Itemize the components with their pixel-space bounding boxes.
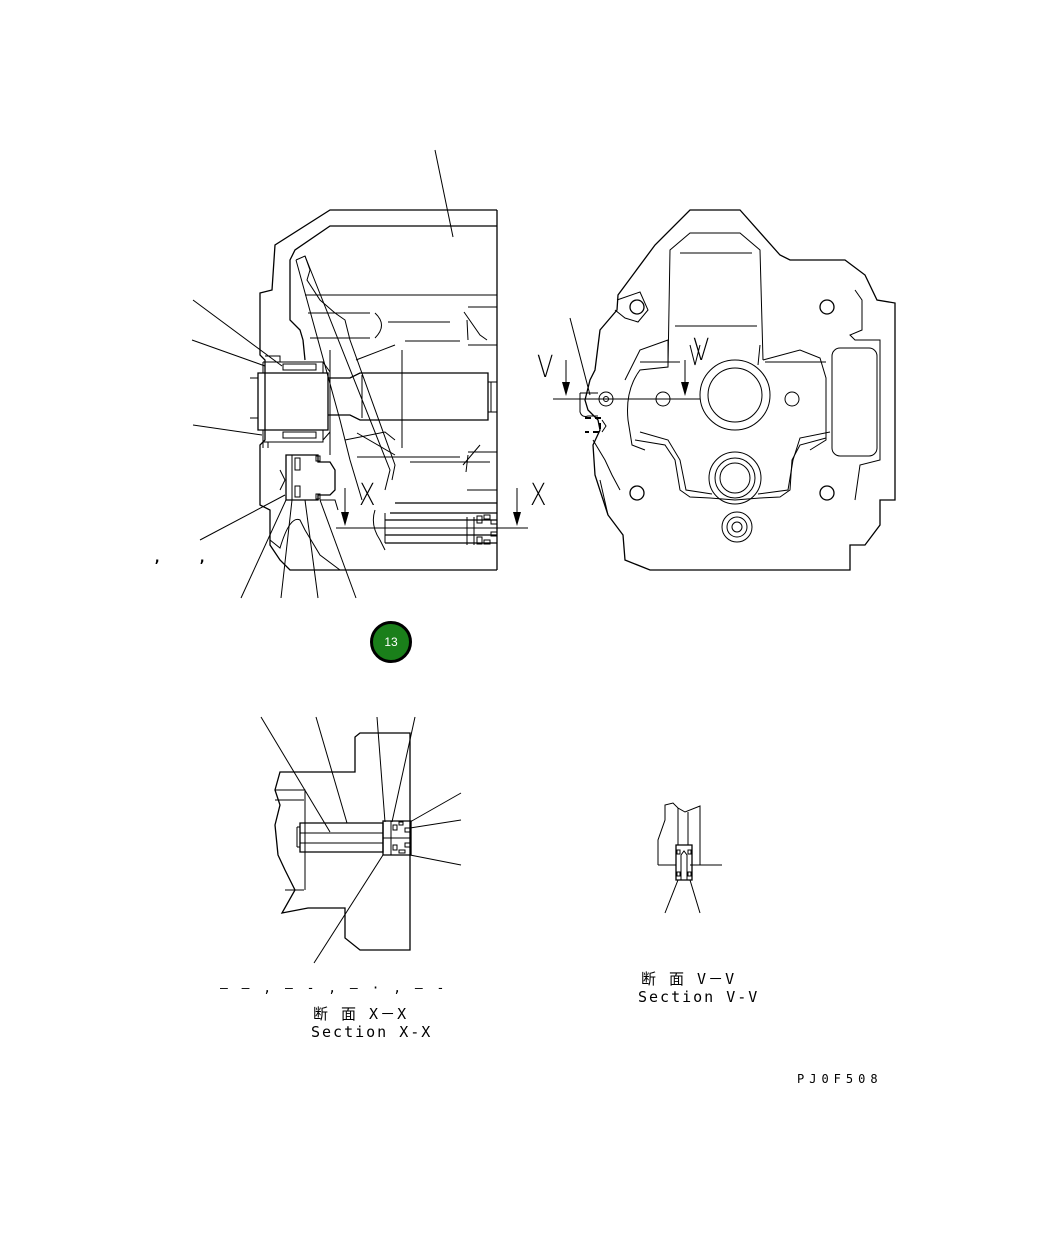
section-vv-view xyxy=(657,802,722,914)
callout-badge-number: 13 xyxy=(384,635,398,649)
section-xx-dash-line: – – , – - , – · , – - xyxy=(220,981,448,996)
stray-mark: , xyxy=(198,550,207,566)
section-vv-title-ja: 断 面 V－V xyxy=(641,970,737,988)
front-view xyxy=(553,209,896,571)
section-xx-title-ja: 断 面 X－X xyxy=(313,1005,409,1023)
section-marker-v-left: V xyxy=(537,350,554,385)
section-xx-title-en: Section X-X xyxy=(311,1023,433,1041)
section-marker-v-right: V xyxy=(693,333,710,368)
drawing-code: PJ0F508 xyxy=(797,1072,883,1086)
side-section-view xyxy=(250,209,528,571)
leader-lines-side xyxy=(191,149,454,599)
stray-mark: , xyxy=(153,550,162,566)
section-marker-x-right: X xyxy=(530,478,547,513)
section-xx-view xyxy=(260,716,462,964)
section-vv-title-en: Section V-V xyxy=(638,988,760,1006)
section-marker-x-left: X xyxy=(359,478,376,513)
callout-badge-13[interactable]: 13 xyxy=(370,621,412,663)
